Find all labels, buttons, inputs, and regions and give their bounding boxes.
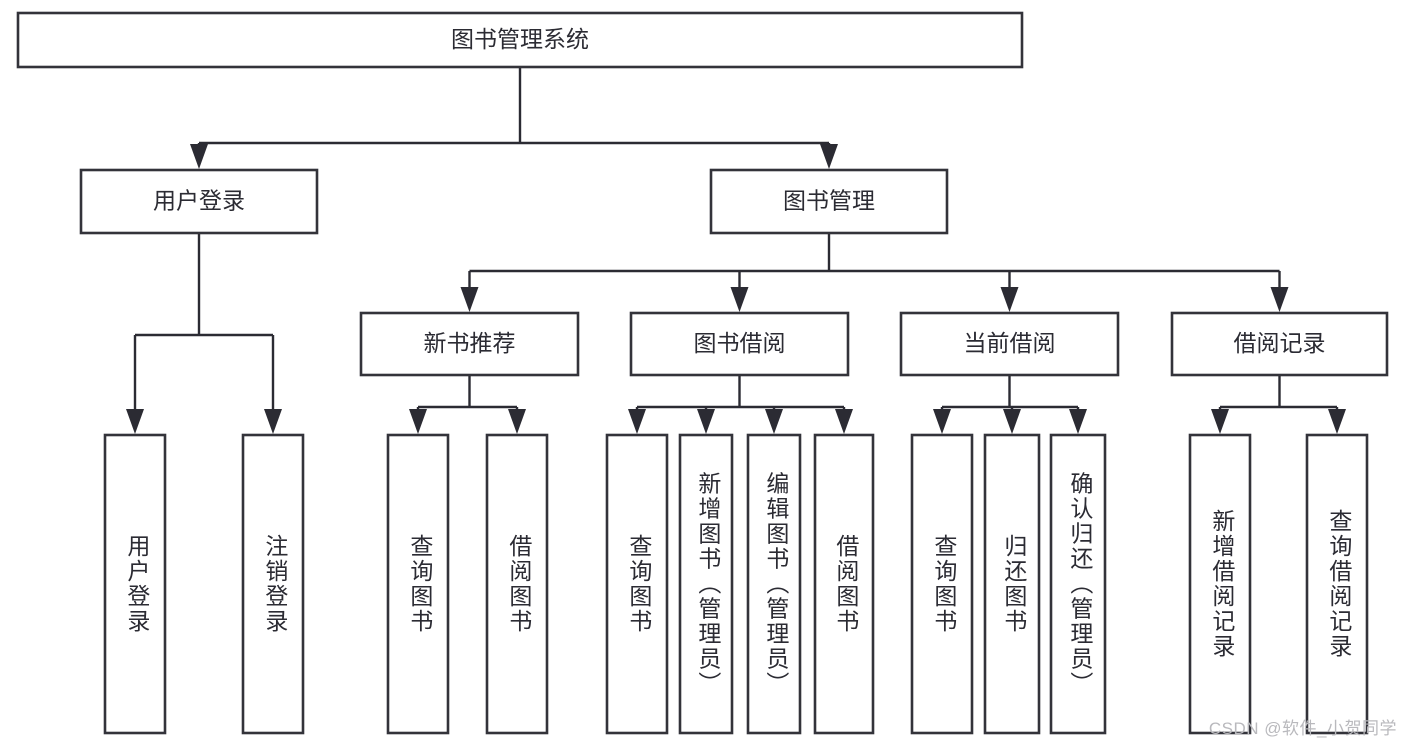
node-leaf-confirm-ret[interactable]: 确认归还（管理员） [1049,433,1107,735]
node-label: 图书借阅 [694,330,786,356]
node-layer: 图书管理系统用户登录图书管理新书推荐图书借阅当前借阅借阅记录用户登录注销登录查询… [16,11,1389,735]
node-label: 借阅图书 [833,534,860,634]
node-label: 图书管理 [783,188,875,214]
node-box [1305,433,1369,735]
node-box [983,433,1041,735]
node-leaf-add-book[interactable]: 新增图书（管理员） [678,433,734,735]
node-leaf-logout[interactable]: 注销登录 [241,433,305,735]
node-l3-borrow-record[interactable]: 借阅记录 [1170,311,1389,377]
node-box [485,433,549,735]
node-label: 归还图书 [1001,534,1028,634]
node-box [746,433,802,735]
node-leaf-borrow-book-a[interactable]: 借阅图书 [485,433,549,735]
node-label: 确认归还（管理员） [1067,472,1094,697]
node-box [1049,433,1107,735]
node-box [359,311,580,377]
node-leaf-add-record[interactable]: 新增借阅记录 [1188,433,1252,735]
node-box [899,311,1120,377]
node-label: 查询图书 [931,534,958,634]
node-box [16,11,1024,69]
node-box [678,433,734,735]
node-box [103,433,167,735]
node-box [910,433,974,735]
node-l2-user-login[interactable]: 用户登录 [79,168,319,235]
node-l3-new-book-rec[interactable]: 新书推荐 [359,311,580,377]
node-leaf-return-book[interactable]: 归还图书 [983,433,1041,735]
node-label: 编辑图书（管理员） [763,472,790,697]
node-label: 借阅记录 [1234,330,1326,356]
node-label: 注销登录 [262,534,289,634]
node-box [241,433,305,735]
node-box [1170,311,1389,377]
node-label: 新增借阅记录 [1209,509,1236,659]
node-label: 查询借阅记录 [1326,509,1353,659]
node-box [813,433,875,735]
node-label: 当前借阅 [964,330,1056,356]
node-root[interactable]: 图书管理系统 [16,11,1024,69]
node-leaf-query-record[interactable]: 查询借阅记录 [1305,433,1369,735]
node-leaf-borrow-book-b[interactable]: 借阅图书 [813,433,875,735]
node-leaf-query-book-a[interactable]: 查询图书 [386,433,450,735]
node-label: 借阅图书 [506,534,533,634]
node-leaf-edit-book[interactable]: 编辑图书（管理员） [746,433,802,735]
node-l3-book-borrow[interactable]: 图书借阅 [629,311,850,377]
node-box [709,168,949,235]
node-label: 查询图书 [626,534,653,634]
node-label: 新书推荐 [424,330,516,356]
node-l2-book-mgmt[interactable]: 图书管理 [709,168,949,235]
node-box [1188,433,1252,735]
node-label: 用户登录 [153,188,245,214]
node-box [386,433,450,735]
node-label: 查询图书 [407,534,434,634]
node-label: 用户登录 [124,534,151,634]
node-box [629,311,850,377]
node-label: 图书管理系统 [451,26,589,52]
node-leaf-user-login[interactable]: 用户登录 [103,433,167,735]
node-l3-current-borrow[interactable]: 当前借阅 [899,311,1120,377]
node-leaf-query-book-c[interactable]: 查询图书 [910,433,974,735]
node-box [605,433,669,735]
node-label: 新增图书（管理员） [695,472,722,697]
edge-layer [126,67,1346,434]
node-box [79,168,319,235]
node-leaf-query-book-b[interactable]: 查询图书 [605,433,669,735]
